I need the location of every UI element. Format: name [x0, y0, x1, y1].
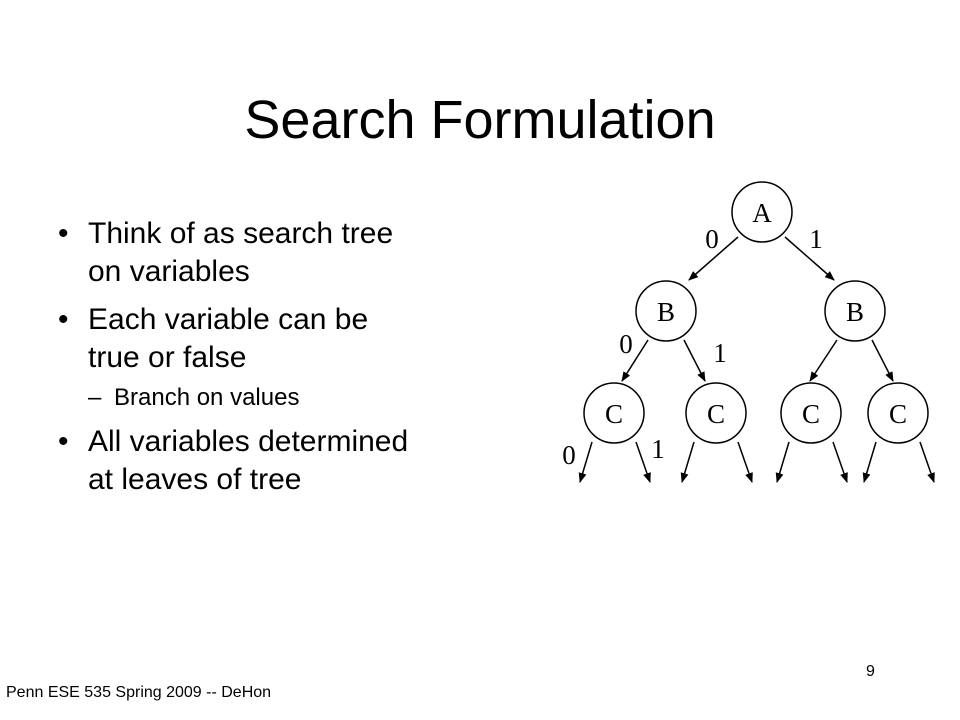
tree-node-label: C	[889, 399, 907, 429]
bullet-list: Think of as search tree on variables Eac…	[58, 215, 418, 509]
slide-title: Search Formulation	[244, 90, 716, 150]
leaf-edge	[919, 441, 935, 483]
bullet-text: All variables determined at leaves of tr…	[88, 425, 409, 496]
edge-a-b2	[784, 236, 835, 281]
bullet-leaves: All variables determined at leaves of tr…	[58, 423, 418, 499]
tree-node-c	[685, 382, 747, 444]
tree-node-a	[731, 181, 793, 243]
footer-text: Penn ESE 535 Spring 2009 -- DeHon	[6, 684, 272, 701]
tree-node-c	[780, 382, 842, 444]
leaf-edge	[635, 441, 651, 483]
edge-label-zero: 0	[562, 440, 576, 470]
edge-b1-c1	[621, 339, 649, 382]
sub-bullet-branch: Branch on values	[88, 383, 418, 413]
tree-node-label: B	[657, 297, 675, 327]
edge-a-b1	[688, 236, 739, 281]
leaf-edge	[578, 441, 593, 483]
tree-node-c	[867, 382, 929, 444]
tree-node-label: C	[605, 399, 623, 429]
leaf-edge	[832, 441, 848, 483]
tree-node-b	[824, 280, 886, 342]
leaf-edge	[862, 441, 877, 483]
leaf-edge	[680, 441, 695, 483]
edge-label-one: 1	[809, 224, 823, 254]
leaf-edge	[737, 441, 753, 483]
tree-node-label: C	[707, 399, 725, 429]
bullet-true-false: Each variable can be true or false Branc…	[58, 301, 418, 413]
edge-b2-c3	[809, 339, 838, 382]
tree-node-label: B	[846, 297, 864, 327]
page-number: 9	[866, 663, 875, 680]
edge-label-zero: 0	[619, 329, 633, 359]
edge-label-zero: 0	[705, 224, 719, 254]
leaf-edge	[775, 441, 790, 483]
bullet-search-tree: Think of as search tree on variables	[58, 215, 418, 291]
bullet-text: Each variable can be true or false	[88, 303, 369, 374]
tree-node-label: A	[752, 198, 772, 228]
tree-node-c	[583, 382, 645, 444]
edge-b1-c2	[683, 339, 706, 382]
edge-b2-c4	[871, 339, 894, 382]
edge-label-one: 1	[651, 434, 665, 464]
tree-node-label: C	[802, 399, 820, 429]
tree-node-b	[635, 280, 697, 342]
bullet-text: Think of as search tree on variables	[88, 217, 394, 288]
edge-label-one: 1	[713, 338, 727, 368]
